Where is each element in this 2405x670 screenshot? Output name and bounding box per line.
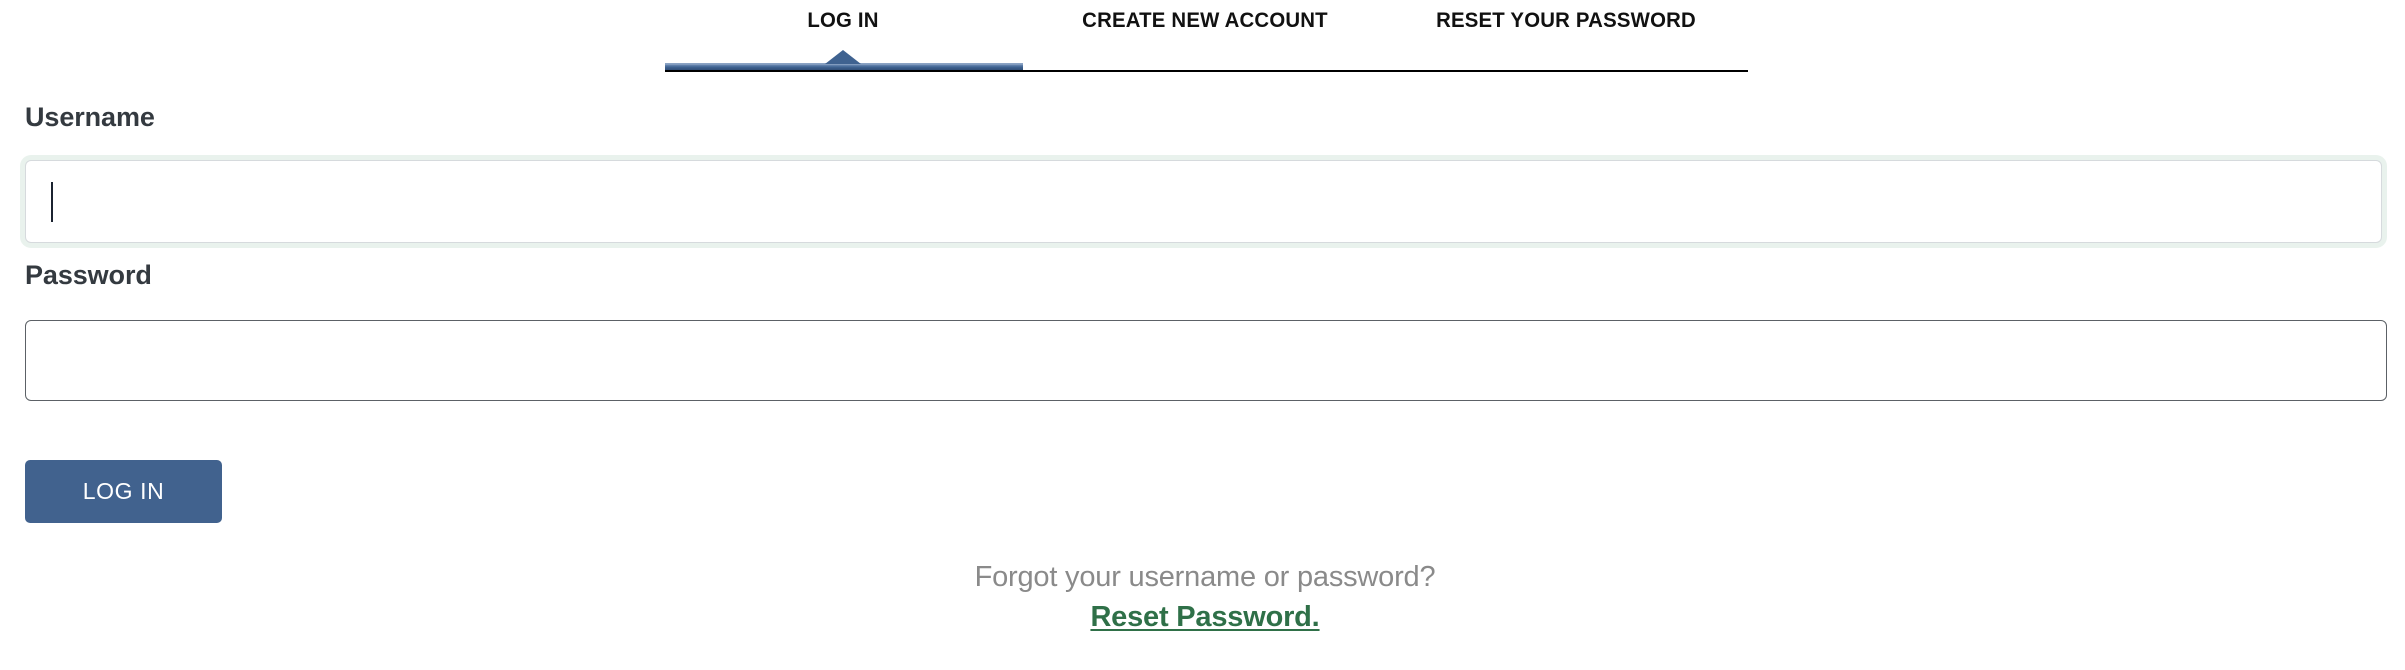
username-input[interactable] — [25, 160, 2382, 243]
auth-tab-bar: LOG IN CREATE NEW ACCOUNT RESET YOUR PAS… — [0, 0, 2405, 74]
tab-reset-your-password[interactable]: RESET YOUR PASSWORD — [1436, 9, 1696, 32]
username-label: Username — [25, 102, 155, 132]
auth-footer: Forgot your username or password? Reset … — [0, 558, 2405, 636]
username-text-cursor — [51, 182, 53, 222]
password-input[interactable] — [25, 320, 2387, 401]
active-tab-caret-icon — [825, 50, 861, 64]
password-label: Password — [25, 260, 152, 290]
tab-bar-divider — [665, 70, 1748, 72]
log-in-button[interactable]: LOG IN — [25, 460, 222, 523]
active-tab-indicator-bar — [665, 63, 1023, 70]
reset-password-link[interactable]: Reset Password. — [1090, 601, 1320, 633]
forgot-credentials-text: Forgot your username or password? — [974, 561, 1436, 593]
tab-log-in[interactable]: LOG IN — [807, 9, 879, 32]
tab-create-new-account[interactable]: CREATE NEW ACCOUNT — [1082, 9, 1328, 32]
